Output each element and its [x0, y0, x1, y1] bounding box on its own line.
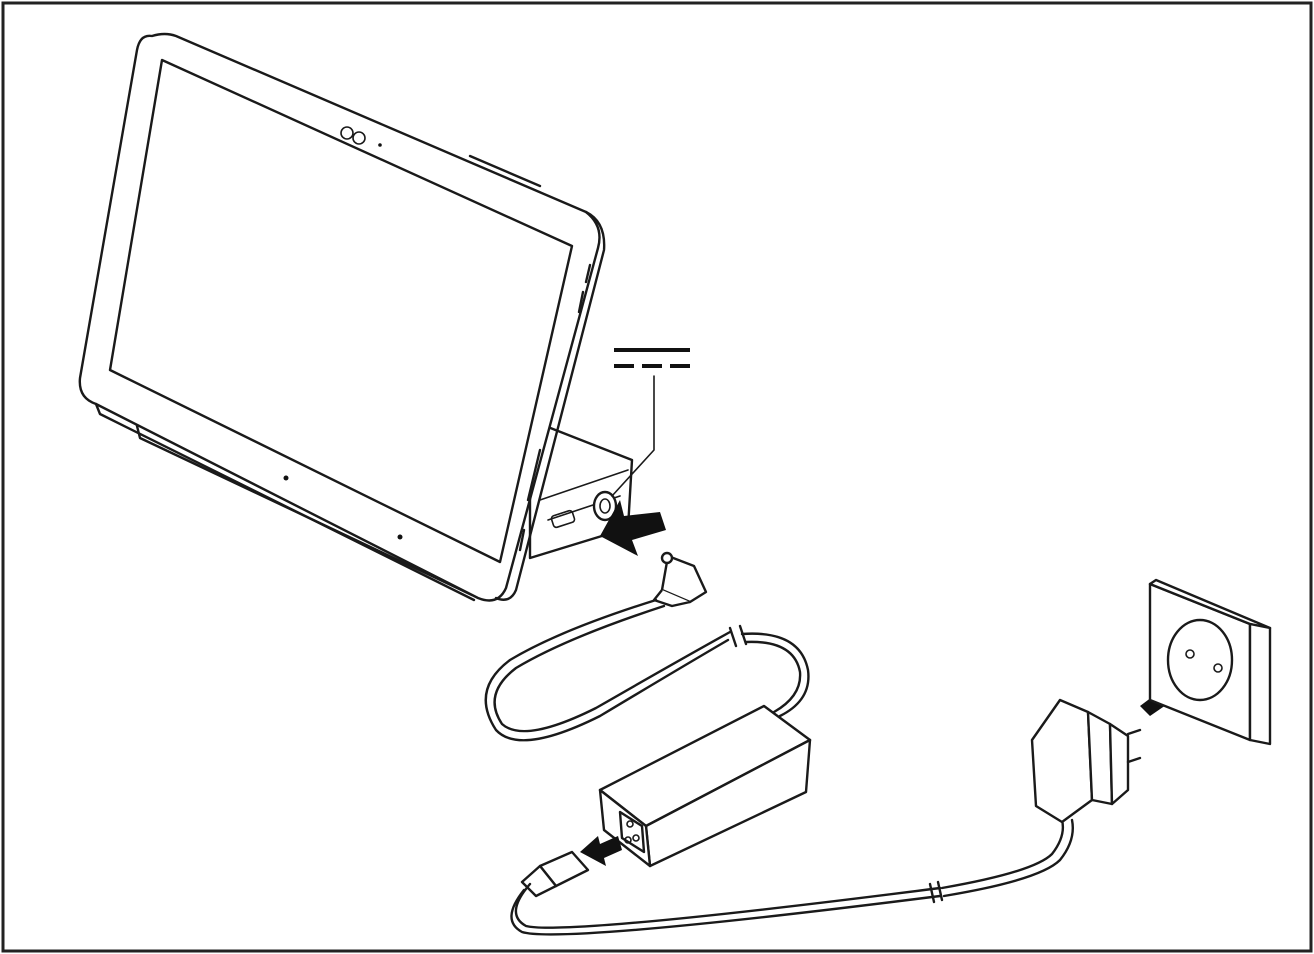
- wall-socket: [1148, 578, 1272, 746]
- adapter-insert-arrow-icon: [580, 836, 622, 866]
- socket-recess: [1166, 618, 1234, 702]
- dc-port-icon: [592, 490, 618, 522]
- power-adapter: [598, 704, 812, 868]
- dc-plug: [652, 551, 708, 608]
- camera-icon: [340, 126, 354, 140]
- ac-connector: [520, 850, 590, 898]
- tablet: [78, 32, 606, 602]
- mains-plug: [1030, 698, 1142, 824]
- leader-line: [611, 375, 655, 497]
- ac-inlet-icon: [618, 810, 646, 854]
- usb-port-icon: [550, 509, 576, 529]
- plug-body: [1030, 698, 1094, 824]
- dc-cable: [484, 598, 810, 742]
- socket-hole-right-icon: [1213, 663, 1223, 673]
- insert-arrow-icon: [600, 500, 666, 556]
- ac-cable: [510, 818, 1074, 936]
- direct-current-symbol: [611, 348, 690, 497]
- camera-sensor-icon: [352, 131, 366, 145]
- tablet-screen: [108, 58, 574, 564]
- socket-hole-left-icon: [1185, 649, 1195, 659]
- tablet-body: [78, 32, 601, 602]
